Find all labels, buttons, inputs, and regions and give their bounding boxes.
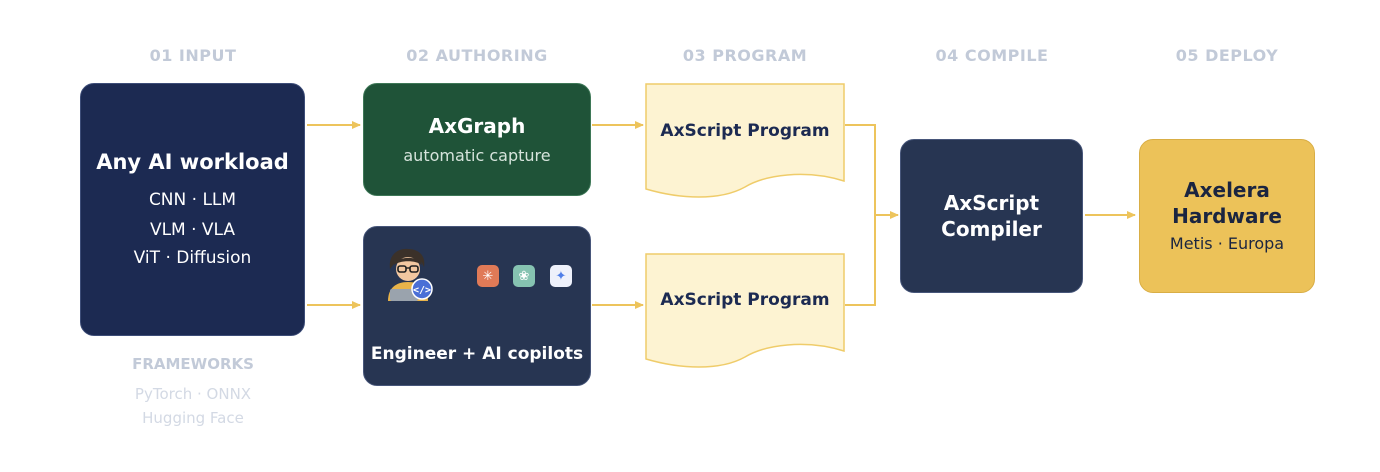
hardware-title-line2: Hardware: [1172, 204, 1282, 228]
hardware-box: Axelera Hardware Metis · Europa: [1139, 139, 1315, 293]
stage-header-deploy: 05 DEPLOY: [1175, 46, 1279, 65]
input-title: Any AI workload: [96, 149, 289, 174]
svg-text:</>: </>: [413, 285, 431, 296]
stage-header-program: 03 PROGRAM: [682, 46, 808, 65]
axgraph-title: AxGraph: [428, 113, 526, 138]
claude-icon: ✳: [477, 265, 499, 287]
program-label-bottom: AxScript Program: [660, 290, 830, 310]
input-box: Any AI workload CNN · LLM VLM · VLA ViT …: [80, 83, 305, 336]
compiler-title-line1: AxScript: [943, 191, 1040, 215]
compiler-box: AxScript Compiler: [900, 139, 1083, 293]
stage-header-input: 01 INPUT: [149, 46, 237, 65]
engineer-box: </> ✳ ❀ ✦ Engineer + AI copilots: [363, 226, 591, 386]
hardware-title-line1: Axelera: [1184, 178, 1270, 202]
stage-header-authoring: 02 AUTHORING: [406, 46, 548, 65]
frameworks-line-pytorch-onnx: PyTorch · ONNX: [134, 385, 252, 403]
program-document-bottom: [645, 253, 845, 368]
input-line-vit-diffusion: ViT · Diffusion: [133, 247, 252, 268]
engineer-icon: </>: [388, 248, 433, 301]
input-line-vlm-vla: VLM · VLA: [149, 219, 236, 240]
hardware-subtitle: Metis · Europa: [1169, 234, 1285, 253]
frameworks-title: FRAMEWORKS: [132, 355, 254, 373]
program-label-top: AxScript Program: [660, 121, 830, 141]
compiler-title-line2: Compiler: [941, 217, 1042, 241]
engineer-title: Engineer + AI copilots: [370, 344, 584, 364]
frameworks-line-hugging-face: Hugging Face: [142, 409, 244, 427]
gemini-icon: ✦: [550, 265, 572, 287]
axgraph-box: AxGraph automatic capture: [363, 83, 591, 196]
input-line-cnn-llm: CNN · LLM: [148, 189, 237, 210]
axgraph-subtitle: automatic capture: [403, 145, 551, 165]
merge-bracket: [845, 124, 876, 306]
program-document-top: [645, 83, 845, 198]
stage-header-compile: 04 COMPILE: [935, 46, 1049, 65]
chatgpt-icon: ❀: [513, 265, 535, 287]
